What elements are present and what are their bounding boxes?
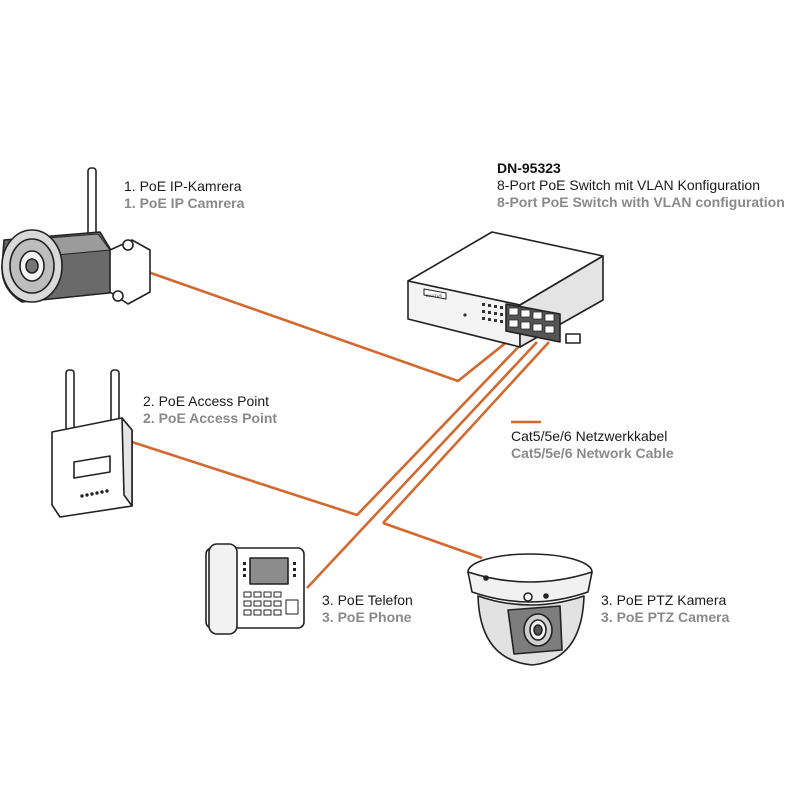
cable-access-point	[131, 339, 526, 517]
switch-model: DN-95323	[497, 160, 561, 176]
cable-legend-en: Cat5/5e/6 Network Cable	[511, 445, 674, 461]
network-cables	[131, 270, 550, 589]
switch-brand-label: DIGITUS	[426, 293, 443, 298]
access-point-label-de: 2. PoE Access Point	[143, 393, 270, 409]
switch-desc-en: 8-Port PoE Switch with VLAN configuratio…	[497, 194, 785, 210]
ip-camera-label: 1. PoE IP-Kamrera 1. PoE IP Camrera	[124, 178, 244, 212]
cable-legend: Cat5/5e/6 Netzwerkkabel Cat5/5e/6 Networ…	[511, 428, 674, 462]
cable-legend-de: Cat5/5e/6 Netzwerkkabel	[511, 428, 668, 444]
ip-camera-label-en: 1. PoE IP Camrera	[124, 195, 245, 211]
ptz-camera-label-de: 3. PoE PTZ Kamera	[601, 592, 727, 608]
phone-label-en: 3. PoE Phone	[322, 609, 412, 625]
phone-label: 3. PoE Telefon 3. PoE Phone	[322, 592, 413, 626]
ip-camera-label-de: 1. PoE IP-Kamrera	[124, 178, 242, 194]
access-point-label: 2. PoE Access Point 2. PoE Access Point	[143, 393, 277, 427]
access-point-icon	[51, 369, 133, 518]
cable-ptz-camera-upper	[382, 341, 550, 524]
cable-ip-camera	[147, 270, 514, 383]
switch-desc-de: 8-Port PoE Switch mit VLAN Konfiguration	[497, 177, 761, 193]
ptz-camera-label-en: 3. PoE PTZ Camera	[601, 609, 730, 625]
switch-label: DN-95323 8-Port PoE Switch mit VLAN Konf…	[497, 160, 785, 211]
cable-ptz-camera	[382, 521, 483, 560]
ip-camera-icon	[1, 167, 151, 305]
phone-icon	[205, 543, 305, 635]
poe-switch-icon	[407, 231, 604, 348]
cable-phone	[306, 341, 538, 589]
ptz-camera-icon	[467, 553, 593, 666]
ptz-camera-label: 3. PoE PTZ Kamera 3. PoE PTZ Camera	[601, 592, 729, 626]
phone-label-de: 3. PoE Telefon	[322, 592, 413, 608]
access-point-label-en: 2. PoE Access Point	[143, 410, 278, 426]
